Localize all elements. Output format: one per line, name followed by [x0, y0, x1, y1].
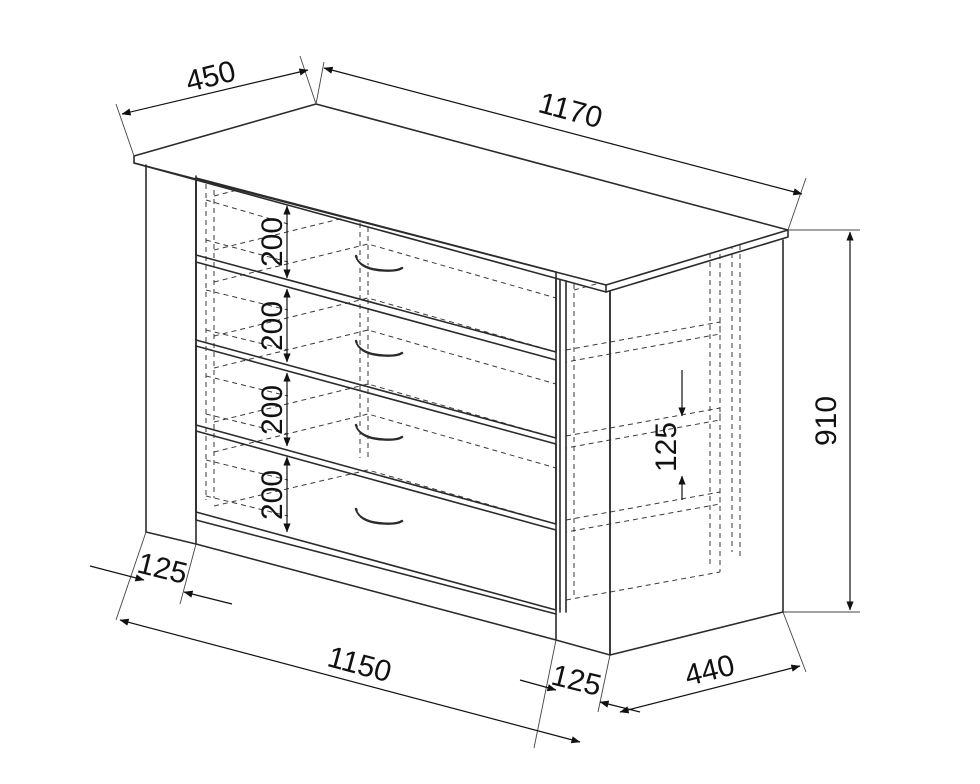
- drawer-handle-1: [354, 254, 404, 272]
- right-front-leg: [555, 277, 611, 656]
- drawer-front-3: [195, 345, 557, 525]
- drawer-handle-4: [354, 507, 404, 525]
- drawer-handle-2: [354, 339, 404, 357]
- label-drawer-2: 200: [256, 301, 289, 351]
- dim-line-125-right-a: [519, 679, 557, 692]
- top-board: [133, 103, 789, 286]
- dim-line-1170: [323, 66, 803, 196]
- dim-line-450: [121, 68, 309, 116]
- label-shelf-spacing: 125: [650, 422, 683, 472]
- left-leg: [145, 164, 197, 545]
- drawer-front-2: [195, 261, 557, 439]
- drawer-fronts: [195, 177, 557, 611]
- drawer-front-4: [195, 430, 557, 611]
- label-drawer-4: 200: [256, 470, 289, 520]
- right-side-panel: [609, 239, 784, 656]
- label-top-depth: 450: [182, 55, 239, 99]
- label-body-depth: 440: [681, 649, 738, 693]
- label-drawer-3: 200: [256, 385, 289, 435]
- dim-line-125-right-b: [599, 700, 641, 713]
- label-top-width: 1170: [535, 87, 606, 136]
- label-body-width: 1150: [324, 641, 395, 690]
- dim-line-1150: [119, 618, 581, 744]
- dim-line-125-left-a: [89, 565, 145, 582]
- dim-line-125-left-b: [183, 590, 233, 605]
- label-drawer-1: 200: [256, 217, 289, 267]
- label-height: 910: [810, 396, 843, 446]
- drawer-front-1: [195, 177, 557, 353]
- label-left-leg: 125: [134, 547, 191, 591]
- drawer-handle-3: [354, 423, 404, 441]
- drawer-handles: [354, 254, 404, 525]
- dimension-labels: 450 1170 910 200 200 200 200 125 125 115…: [134, 55, 843, 703]
- label-right-leg: 125: [548, 659, 605, 703]
- dim-line-440: [619, 664, 801, 714]
- dimension-lines: [89, 66, 854, 744]
